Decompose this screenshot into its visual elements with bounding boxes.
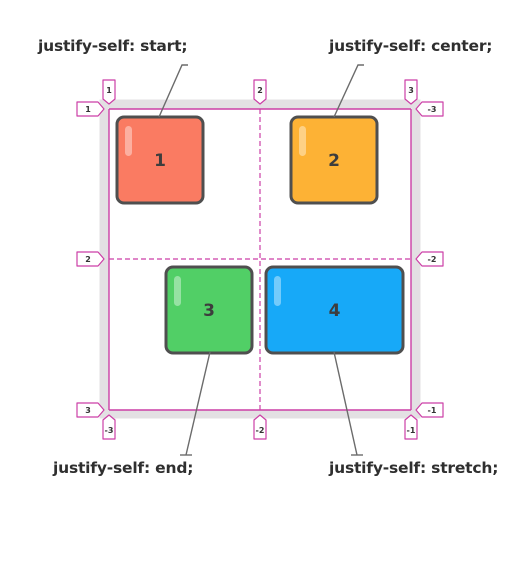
marker-tag (253, 414, 267, 440)
marker-tag (415, 251, 444, 267)
marker-label: -1 (407, 426, 416, 435)
marker-label: 1 (106, 86, 112, 95)
line-number-marker: 3 (76, 402, 105, 418)
grid-item-3: 3 (164, 265, 254, 355)
marker-tag (76, 101, 105, 117)
marker-tag (404, 414, 418, 440)
leader-line-end (185, 351, 211, 456)
marker-label: -3 (105, 426, 114, 435)
line-number-marker: -2 (415, 251, 444, 267)
marker-label: -1 (428, 406, 437, 415)
marker-label: 3 (408, 86, 414, 95)
leader-lines (158, 64, 364, 456)
grid-item-highlight (274, 276, 281, 306)
marker-label: -3 (428, 105, 437, 114)
leader-line-start (158, 64, 188, 118)
grid-item-label: 3 (203, 301, 215, 321)
grid-item-4: 4 (264, 265, 405, 355)
grid-item-label: 1 (154, 151, 166, 171)
marker-tag (102, 79, 116, 105)
line-number-marker: -3 (102, 414, 116, 440)
grid-items: 1 2 3 4 (115, 115, 405, 355)
marker-label: 2 (257, 86, 263, 95)
leader-line-stretch (333, 351, 358, 456)
marker-tag (253, 79, 267, 105)
line-number-marker: 2 (253, 79, 267, 105)
grid-item-box (164, 265, 254, 355)
marker-label: 1 (85, 105, 91, 114)
caption-justify-self-stretch: justify-self: stretch; (329, 459, 499, 477)
line-number-marker: -2 (253, 414, 267, 440)
line-number-markers: 1 2 3 -3 -2 -1 1 2 3 -3 -2 -1 (76, 79, 444, 440)
marker-label: 2 (85, 255, 91, 264)
marker-tag (102, 414, 116, 440)
grid-item-1: 1 (115, 115, 205, 205)
grid-lines (108, 108, 412, 411)
line-number-marker: -3 (415, 101, 444, 117)
marker-label: -2 (256, 426, 265, 435)
line-number-marker: 2 (76, 251, 105, 267)
caption-justify-self-start: justify-self: start; (38, 37, 188, 55)
line-number-marker: 1 (102, 79, 116, 105)
marker-tag (76, 402, 105, 418)
line-number-marker: -1 (404, 414, 418, 440)
marker-tag (404, 79, 418, 105)
grid-item-box (115, 115, 205, 205)
line-number-marker: 1 (76, 101, 105, 117)
caption-justify-self-center: justify-self: center; (329, 37, 493, 55)
grid-item-label: 2 (328, 151, 340, 171)
grid-item-highlight (174, 276, 181, 306)
marker-label: -2 (428, 255, 437, 264)
line-number-marker: -1 (415, 402, 444, 418)
marker-tag (76, 251, 105, 267)
marker-tag (415, 101, 444, 117)
grid-item-label: 4 (329, 301, 341, 321)
grid-item-2: 2 (289, 115, 379, 205)
line-number-marker: 3 (404, 79, 418, 105)
leader-line-center (333, 64, 364, 118)
marker-label: 3 (85, 406, 91, 415)
grid-item-highlight (125, 126, 132, 156)
caption-justify-self-end: justify-self: end; (53, 459, 194, 477)
grid-item-highlight (299, 126, 306, 156)
marker-tag (415, 402, 444, 418)
